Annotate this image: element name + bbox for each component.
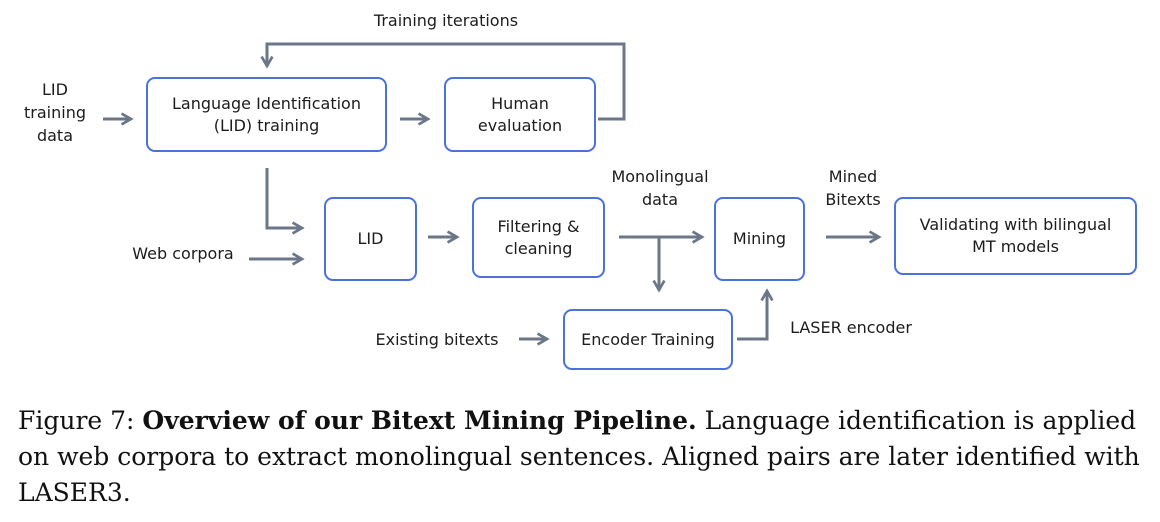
lid-box: LID	[324, 197, 417, 281]
training-iterations-label: Training iterations	[373, 11, 519, 30]
existing-bitexts-label: Existing bitexts	[375, 330, 499, 349]
arrow-training-to-lid	[265, 168, 305, 235]
caption-prefix: Figure 7:	[18, 406, 143, 435]
caption-body: Language identification is applied on we…	[18, 406, 1140, 507]
validating-box: Validating with bilingual MT models	[894, 197, 1137, 275]
arrow-encoder-to-mining	[737, 288, 774, 341]
pipeline-diagram: Language Identification (LID) training H…	[24, 11, 1137, 370]
encoder-training-box: Encoder Training	[563, 309, 733, 370]
web-corpora-label: Web corpora	[132, 244, 234, 263]
arrow-training-iterations-loop	[260, 42, 626, 121]
mined-bitexts-label: Mined Bitexts	[825, 167, 881, 209]
lid-training-data-label: LID training data	[24, 80, 86, 145]
diagram-edges	[103, 42, 882, 346]
caption-title: Overview of our Bitext Mining Pipeline.	[142, 406, 697, 435]
human-evaluation-box: Human evaluation	[444, 77, 596, 152]
filtering-cleaning-box: Filtering & cleaning	[472, 197, 605, 278]
figure-caption: Figure 7: Overview of our Bitext Mining …	[18, 403, 1146, 511]
monolingual-data-label: Monolingual data	[611, 167, 709, 209]
mining-box: Mining	[714, 197, 805, 281]
lid-training-box: Language Identification (LID) training	[146, 77, 387, 152]
laser-encoder-label: LASER encoder	[790, 318, 912, 337]
